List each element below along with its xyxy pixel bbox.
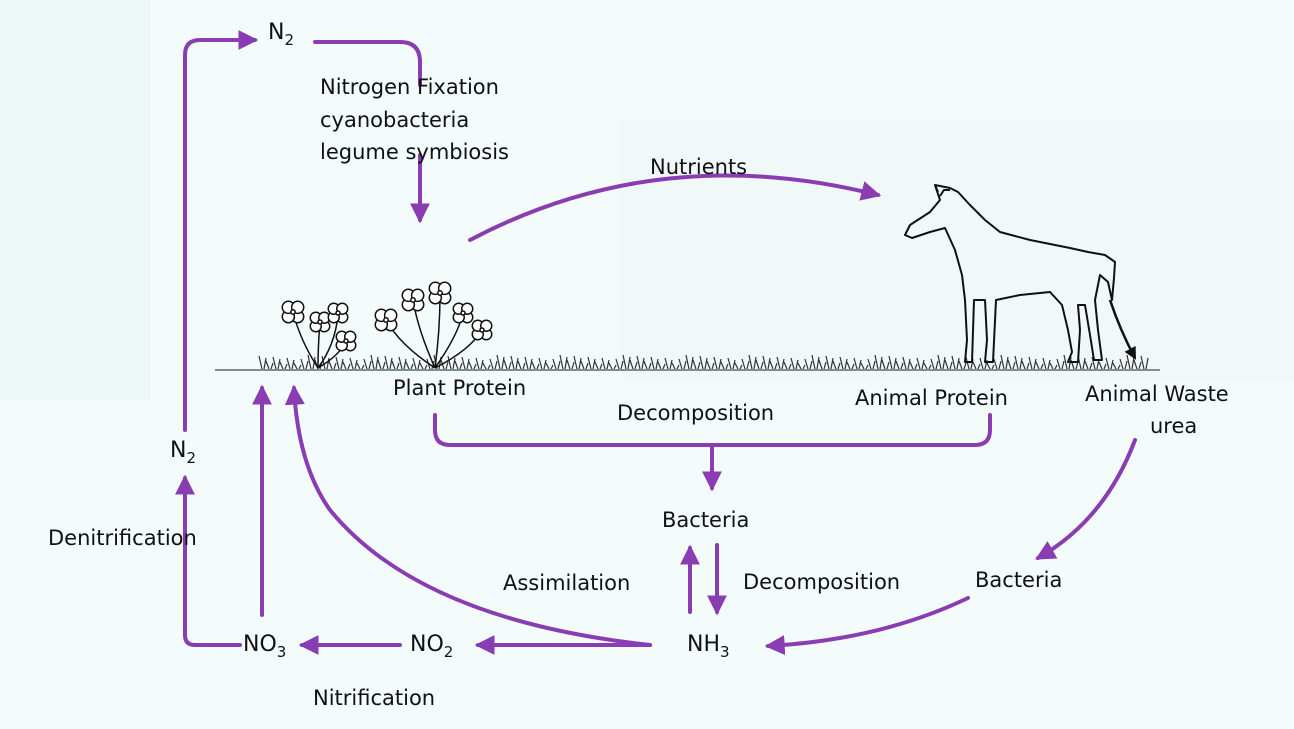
flower-head <box>375 309 396 330</box>
waste-to-bacteria-arrow <box>1038 440 1135 558</box>
flower-head <box>282 301 303 322</box>
no2-label: NO2 <box>410 634 453 656</box>
grass <box>259 355 1148 369</box>
denitrification-label: Denitrification <box>48 528 197 549</box>
nutrients-label: Nutrients <box>650 157 747 178</box>
grass-blades <box>259 355 1148 369</box>
waste-arrow <box>1110 300 1135 358</box>
flower-cluster-icon <box>282 301 355 368</box>
assimilation-curve-arrow <box>294 388 650 645</box>
plant-protein-label: Plant Protein <box>393 378 526 399</box>
bacteria-to-nh3-arrow <box>768 598 968 646</box>
flower-head <box>328 303 347 322</box>
legume-symbiosis-label: legume symbiosis <box>320 142 509 163</box>
cyanobacteria-label: cyanobacteria <box>320 110 469 131</box>
decomposition-top-label: Decomposition <box>617 403 774 424</box>
n2-atmosphere-label: N2 <box>268 22 294 44</box>
n2-to-atmosphere-arrow <box>185 40 255 430</box>
assimilation-label: Assimilation <box>503 573 630 594</box>
horse-icon <box>905 185 1115 362</box>
bacteria-center-label: Bacteria <box>662 510 749 531</box>
flower-head <box>310 312 329 331</box>
nitrogen-fixation-label: Nitrogen Fixation <box>320 77 499 98</box>
nh3-label: NH3 <box>687 634 730 656</box>
flower-head <box>453 303 472 322</box>
flower-head <box>402 289 423 310</box>
flower-head <box>472 320 491 339</box>
no3-label: NO3 <box>243 634 286 656</box>
decomposition-mid-label: Decomposition <box>743 572 900 593</box>
denitrification-arrow <box>185 478 240 645</box>
animal-protein-label: Animal Protein <box>855 388 1008 409</box>
bacteria-right-label: Bacteria <box>975 570 1062 591</box>
urea-label: urea <box>1150 416 1197 437</box>
nutrients-arrow <box>470 175 878 240</box>
n2-left-label: N2 <box>170 440 196 462</box>
animal-waste-label: Animal Waste <box>1085 384 1229 405</box>
flower-head <box>336 331 355 350</box>
flower-head <box>429 282 450 303</box>
nitrification-label: Nitrification <box>313 688 435 709</box>
